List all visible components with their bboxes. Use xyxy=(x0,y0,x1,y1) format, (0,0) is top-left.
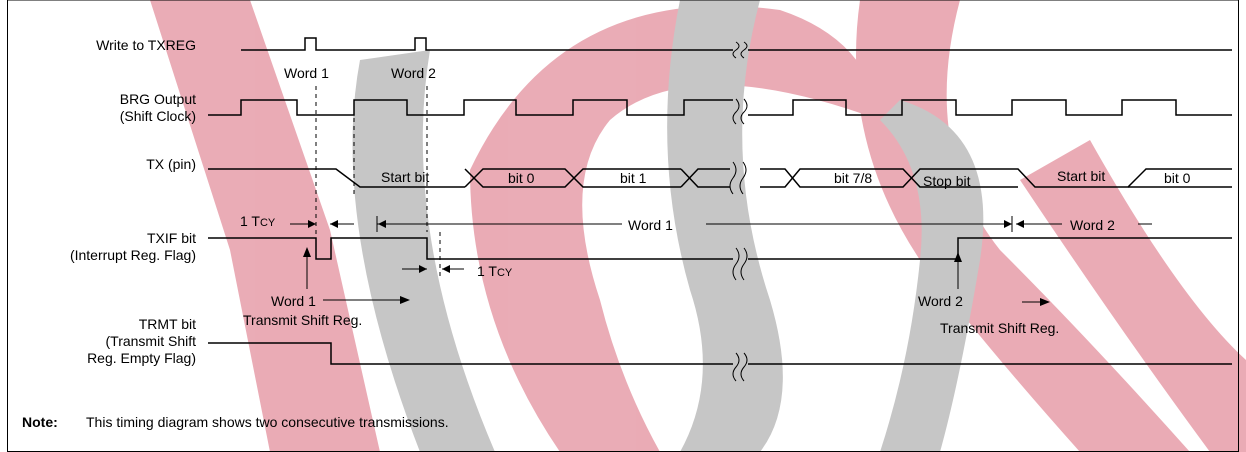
label-tcy-left: 1 TCY xyxy=(240,213,276,229)
watermark-gray-stroke-left xyxy=(352,50,495,452)
label-trmt-line2: (Transmit Shift xyxy=(106,333,197,349)
label-shift-clock: (Shift Clock) xyxy=(120,108,196,124)
arrow-up-word1 xyxy=(303,247,311,289)
label-word1-transmit-shift-reg: Transmit Shift Reg. xyxy=(243,312,362,328)
break-mark-brg xyxy=(732,98,748,125)
label-word1-write: Word 1 xyxy=(284,65,329,81)
label-brg-output: BRG Output xyxy=(120,91,196,107)
watermark-red-stroke-far-right xyxy=(1020,140,1246,452)
watermark-gray-stroke-center xyxy=(667,0,783,452)
waveform-write-txreg xyxy=(241,37,733,51)
label-word2-write: Word 2 xyxy=(391,65,436,81)
label-interrupt-flag: (Interrupt Reg. Flag) xyxy=(70,247,196,263)
note-label: Note: xyxy=(22,414,58,430)
watermark-red-stroke-left xyxy=(150,0,380,452)
watermark-red-swoosh-center xyxy=(470,5,880,452)
break-mark-txif xyxy=(732,247,748,281)
waveform-tx-pin xyxy=(208,168,1232,188)
waveform-brg-output-tail xyxy=(748,99,1232,116)
watermark-red-swoosh-right xyxy=(856,0,1190,452)
label-word2-span: Word 2 xyxy=(1070,217,1115,233)
label-trmt-bit: TRMT bit xyxy=(139,316,196,332)
label-word1-span: Word 1 xyxy=(628,217,673,233)
arrow-right-word2-tsr xyxy=(1022,298,1050,306)
label-write-txreg: Write to TXREG xyxy=(96,37,196,53)
arrow-up-word2 xyxy=(954,252,962,289)
waveform-trmt xyxy=(208,342,733,365)
tx-field-start-bit-1: Start bit xyxy=(381,169,429,185)
tx-field-bit1: bit 1 xyxy=(620,170,647,186)
label-txif-bit: TXIF bit xyxy=(147,230,196,246)
waveform-txif xyxy=(208,237,733,260)
tcy-left-arrows xyxy=(290,220,354,228)
break-mark-trmt xyxy=(732,352,748,382)
tcy-right-arrows xyxy=(402,265,464,273)
tx-field-start-bit-2: Start bit xyxy=(1057,168,1105,184)
tx-field-bit0-1: bit 0 xyxy=(508,170,535,186)
label-trmt-line3: Reg. Empty Flag) xyxy=(87,350,196,366)
break-mark-tx xyxy=(729,161,747,195)
word1-span xyxy=(376,216,1013,232)
label-word1-tsr: Word 1 xyxy=(271,293,316,309)
tx-field-bit78: bit 7/8 xyxy=(834,170,872,186)
waveform-txif-tail xyxy=(748,237,1232,260)
label-word2-transmit-shift-reg: Transmit Shift Reg. xyxy=(940,320,1059,336)
tx-field-stop-bit: Stop bit xyxy=(923,173,971,189)
label-word2-tsr: Word 2 xyxy=(918,293,963,309)
waveform-brg-output xyxy=(208,99,733,116)
note-text: This timing diagram shows two consecutiv… xyxy=(86,414,449,430)
tx-field-bit0-2: bit 0 xyxy=(1164,170,1191,186)
label-tcy-right: 1 TCY xyxy=(477,263,513,279)
label-tx-pin: TX (pin) xyxy=(146,156,196,172)
arrow-right-word1-tsr xyxy=(323,296,410,304)
word2-span xyxy=(1016,220,1152,228)
break-mark-write xyxy=(732,41,748,59)
